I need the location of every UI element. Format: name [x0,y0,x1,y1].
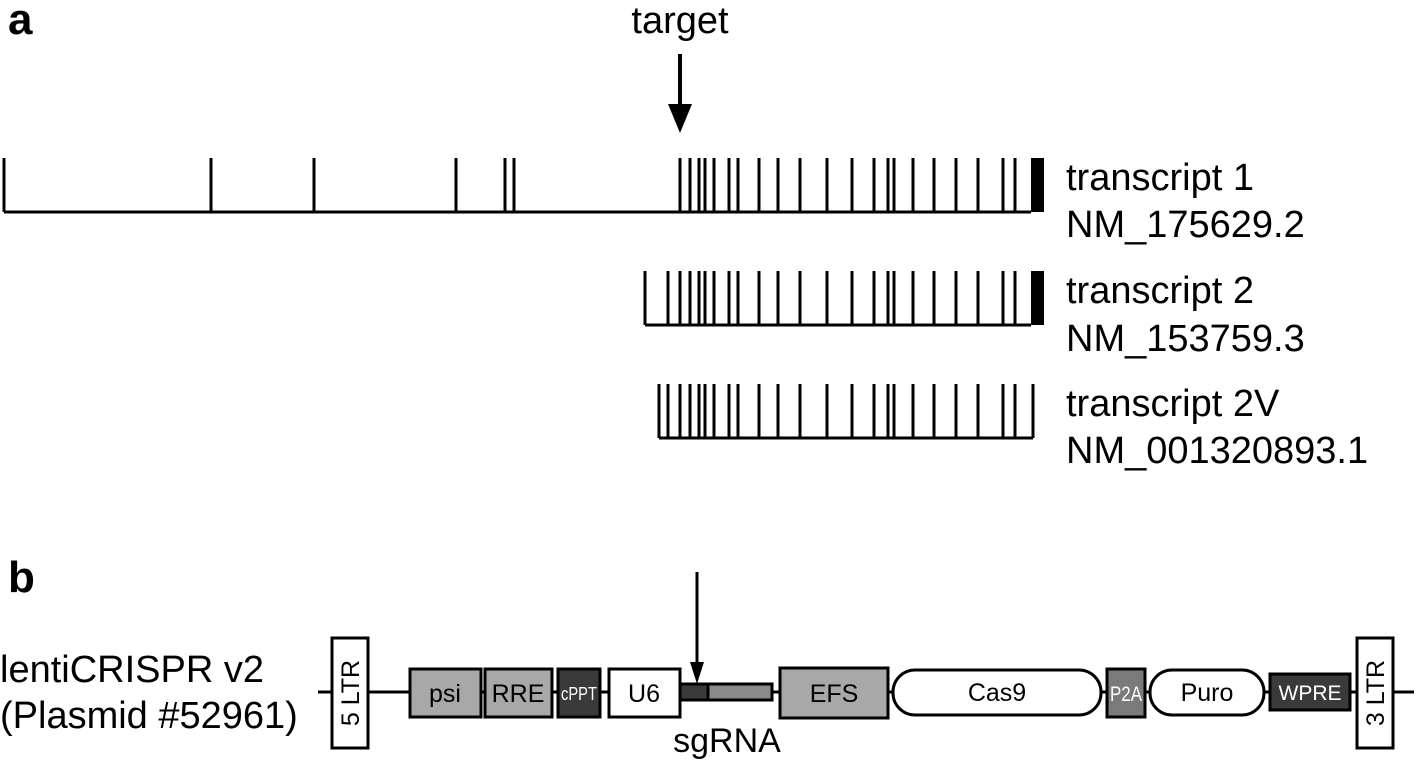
cas9-element: Cas9 [891,668,1103,717]
puro-label: Puro [1181,679,1234,707]
puro-element: Puro [1148,668,1266,717]
p2a-element: P2A [1105,667,1147,719]
transcript-2-gene-model [643,271,1044,327]
plasmid-name: lentiCRISPR v2 [0,649,264,691]
transcript-2v-name: transcript 2V [1066,383,1280,425]
transcript-1-terminal-exon [1031,158,1044,212]
transcript-1-accession: NM_175629.2 [1066,204,1305,246]
sgrna-arrow [690,572,704,684]
cppt-element: cPPT [556,667,602,719]
panel-a-letter: a [8,0,33,44]
efs-element: EFS [778,666,890,720]
wpre-label: WPRE [1279,682,1342,705]
target-label: target [631,0,729,42]
sgrna-element: sgRNA [673,682,781,760]
plasmid-id: (Plasmid #52961) [0,695,298,737]
transcript-2-accession: NM_153759.3 [1066,318,1305,360]
transcript-2-terminal-exon [1031,271,1044,325]
rre-element: RRE [483,667,554,719]
ltr3-label: 3 LTR [1362,660,1390,726]
target-arrow-head [668,104,692,133]
cas9-label: Cas9 [968,679,1026,707]
ltr3-element: 3 LTR [1355,636,1395,750]
efs-label: EFS [810,680,859,708]
ltr5-label: 5 LTR [337,660,365,726]
transcript-2v-accession: NM_001320893.1 [1066,430,1368,472]
target-marker: target [631,0,729,133]
u6-label: U6 [628,680,660,708]
panel-b-letter: b [8,553,35,602]
sgrna-label: sgRNA [673,722,781,760]
transcript-2-name: transcript 2 [1066,270,1254,312]
transcript-1-name: transcript 1 [1066,157,1254,199]
rre-label: RRE [492,680,545,708]
ltr5-element: 5 LTR [330,636,370,750]
transcript-1-gene-model [2,158,1044,214]
wpre-element: WPRE [1268,672,1352,712]
transcript-2v-gene-model [657,384,1035,440]
psi-label: psi [429,680,461,708]
psi-element: psi [408,667,483,719]
p2a-label: P2A [1110,683,1142,706]
cppt-label: cPPT [561,684,597,704]
u6-element: U6 [607,667,682,719]
